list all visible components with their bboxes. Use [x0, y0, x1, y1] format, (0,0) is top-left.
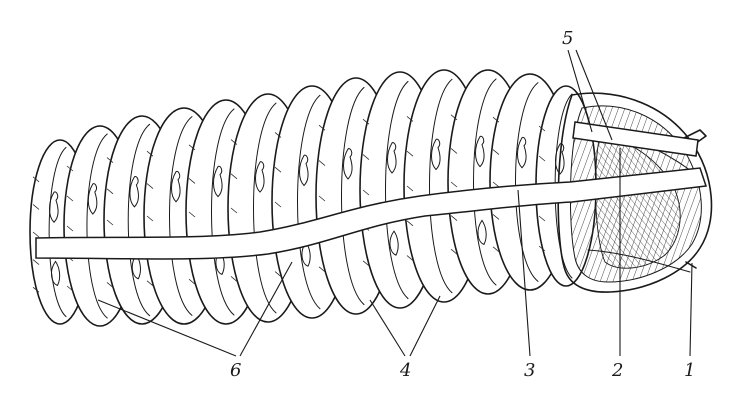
shading-hatch	[146, 215, 154, 222]
upper-strip	[572, 121, 699, 157]
shading-hatch	[492, 149, 500, 155]
coil-slit	[129, 175, 139, 208]
coil-groove	[253, 102, 277, 314]
shading-hatch	[32, 204, 40, 210]
shading-hatch	[538, 125, 546, 132]
coil-groove	[48, 146, 67, 318]
coil-groove	[127, 123, 151, 317]
shading-hatch	[538, 245, 546, 252]
shading-hatch	[406, 185, 414, 192]
coil-slit	[555, 143, 565, 175]
coil-slit	[299, 154, 309, 187]
shading-hatch	[274, 132, 282, 138]
shading-hatch	[406, 150, 414, 157]
shading-hatch	[66, 225, 74, 232]
coil-slit	[387, 142, 397, 174]
shading-hatch	[188, 278, 196, 285]
shading-hatch	[362, 189, 370, 196]
shading-hatch	[406, 116, 414, 122]
coil-groove	[297, 94, 321, 310]
shading-hatch	[66, 285, 74, 292]
shading-hatch	[492, 246, 500, 253]
shading-hatch	[274, 271, 282, 277]
coil-slit	[431, 138, 441, 171]
coil-slit	[477, 219, 487, 246]
shading-hatch	[32, 286, 40, 293]
shading-hatch	[188, 144, 196, 151]
shading-hatch	[106, 282, 114, 288]
shading-hatch	[66, 165, 74, 172]
shading-hatch	[230, 139, 238, 145]
coil-slit	[171, 170, 181, 203]
coil-slit	[87, 183, 98, 215]
shading-hatch	[230, 173, 238, 180]
shading-hatch	[146, 280, 154, 287]
longitudinal-strip	[35, 167, 708, 260]
coil-groove	[341, 86, 365, 306]
shading-hatch	[66, 195, 74, 202]
coil-groove	[473, 78, 497, 286]
shading-hatch	[492, 214, 500, 220]
shading-hatch	[188, 211, 196, 218]
label-4: 4	[399, 360, 411, 381]
coil-slit	[50, 260, 61, 287]
shading-hatch	[450, 248, 458, 255]
shading-hatch	[230, 276, 238, 282]
coil-groove	[211, 108, 235, 316]
shading-hatch	[106, 157, 114, 163]
shading-hatch	[318, 160, 326, 166]
shading-hatch	[274, 166, 282, 173]
shading-hatch	[538, 215, 546, 222]
coil-groove	[169, 116, 193, 316]
shading-hatch	[362, 118, 370, 125]
shading-hatch	[106, 219, 114, 226]
coil-groove	[515, 82, 539, 282]
shading-hatch	[32, 176, 40, 183]
shading-hatch	[450, 181, 458, 188]
shading-hatch	[32, 231, 40, 238]
coil-slit	[301, 241, 311, 267]
shading-hatch	[318, 124, 326, 131]
shading-hatch	[146, 183, 154, 189]
coil-group	[29, 69, 597, 327]
leader-lines	[97, 49, 693, 357]
coil-groove	[385, 80, 409, 300]
coil-slit	[131, 253, 141, 280]
coil-groove	[429, 78, 453, 294]
shading-hatch	[274, 201, 282, 208]
coil-slit	[343, 148, 353, 180]
shading-hatch	[318, 195, 326, 202]
shading-hatch	[318, 266, 326, 273]
coil-groove	[86, 133, 108, 319]
coil-slit	[213, 165, 223, 198]
label-1: 1	[684, 360, 695, 381]
shading-hatch	[450, 215, 458, 221]
shading-hatch	[492, 181, 500, 188]
shading-hatch	[492, 116, 500, 123]
shading-hatch	[106, 188, 114, 195]
label-6: 6	[230, 360, 241, 381]
shading-hatch	[406, 255, 414, 261]
label-3: 3	[524, 360, 535, 381]
label-2: 2	[611, 360, 623, 381]
coil-slit	[517, 136, 527, 169]
coil-slit	[389, 230, 399, 256]
shading-hatch	[32, 259, 40, 265]
shading-hatch	[538, 155, 546, 162]
coil-slit	[255, 161, 265, 193]
coil-slit	[475, 135, 485, 168]
shading-hatch	[450, 148, 458, 154]
label-5: 5	[562, 28, 573, 49]
shading-hatch	[406, 220, 414, 227]
shading-hatch	[146, 150, 154, 157]
shading-hatch	[230, 207, 238, 214]
shading-hatch	[450, 114, 458, 121]
coil-slit	[49, 191, 59, 223]
shading-hatch	[362, 260, 370, 267]
shading-hatch	[362, 154, 370, 160]
shading-hatch	[188, 178, 196, 184]
